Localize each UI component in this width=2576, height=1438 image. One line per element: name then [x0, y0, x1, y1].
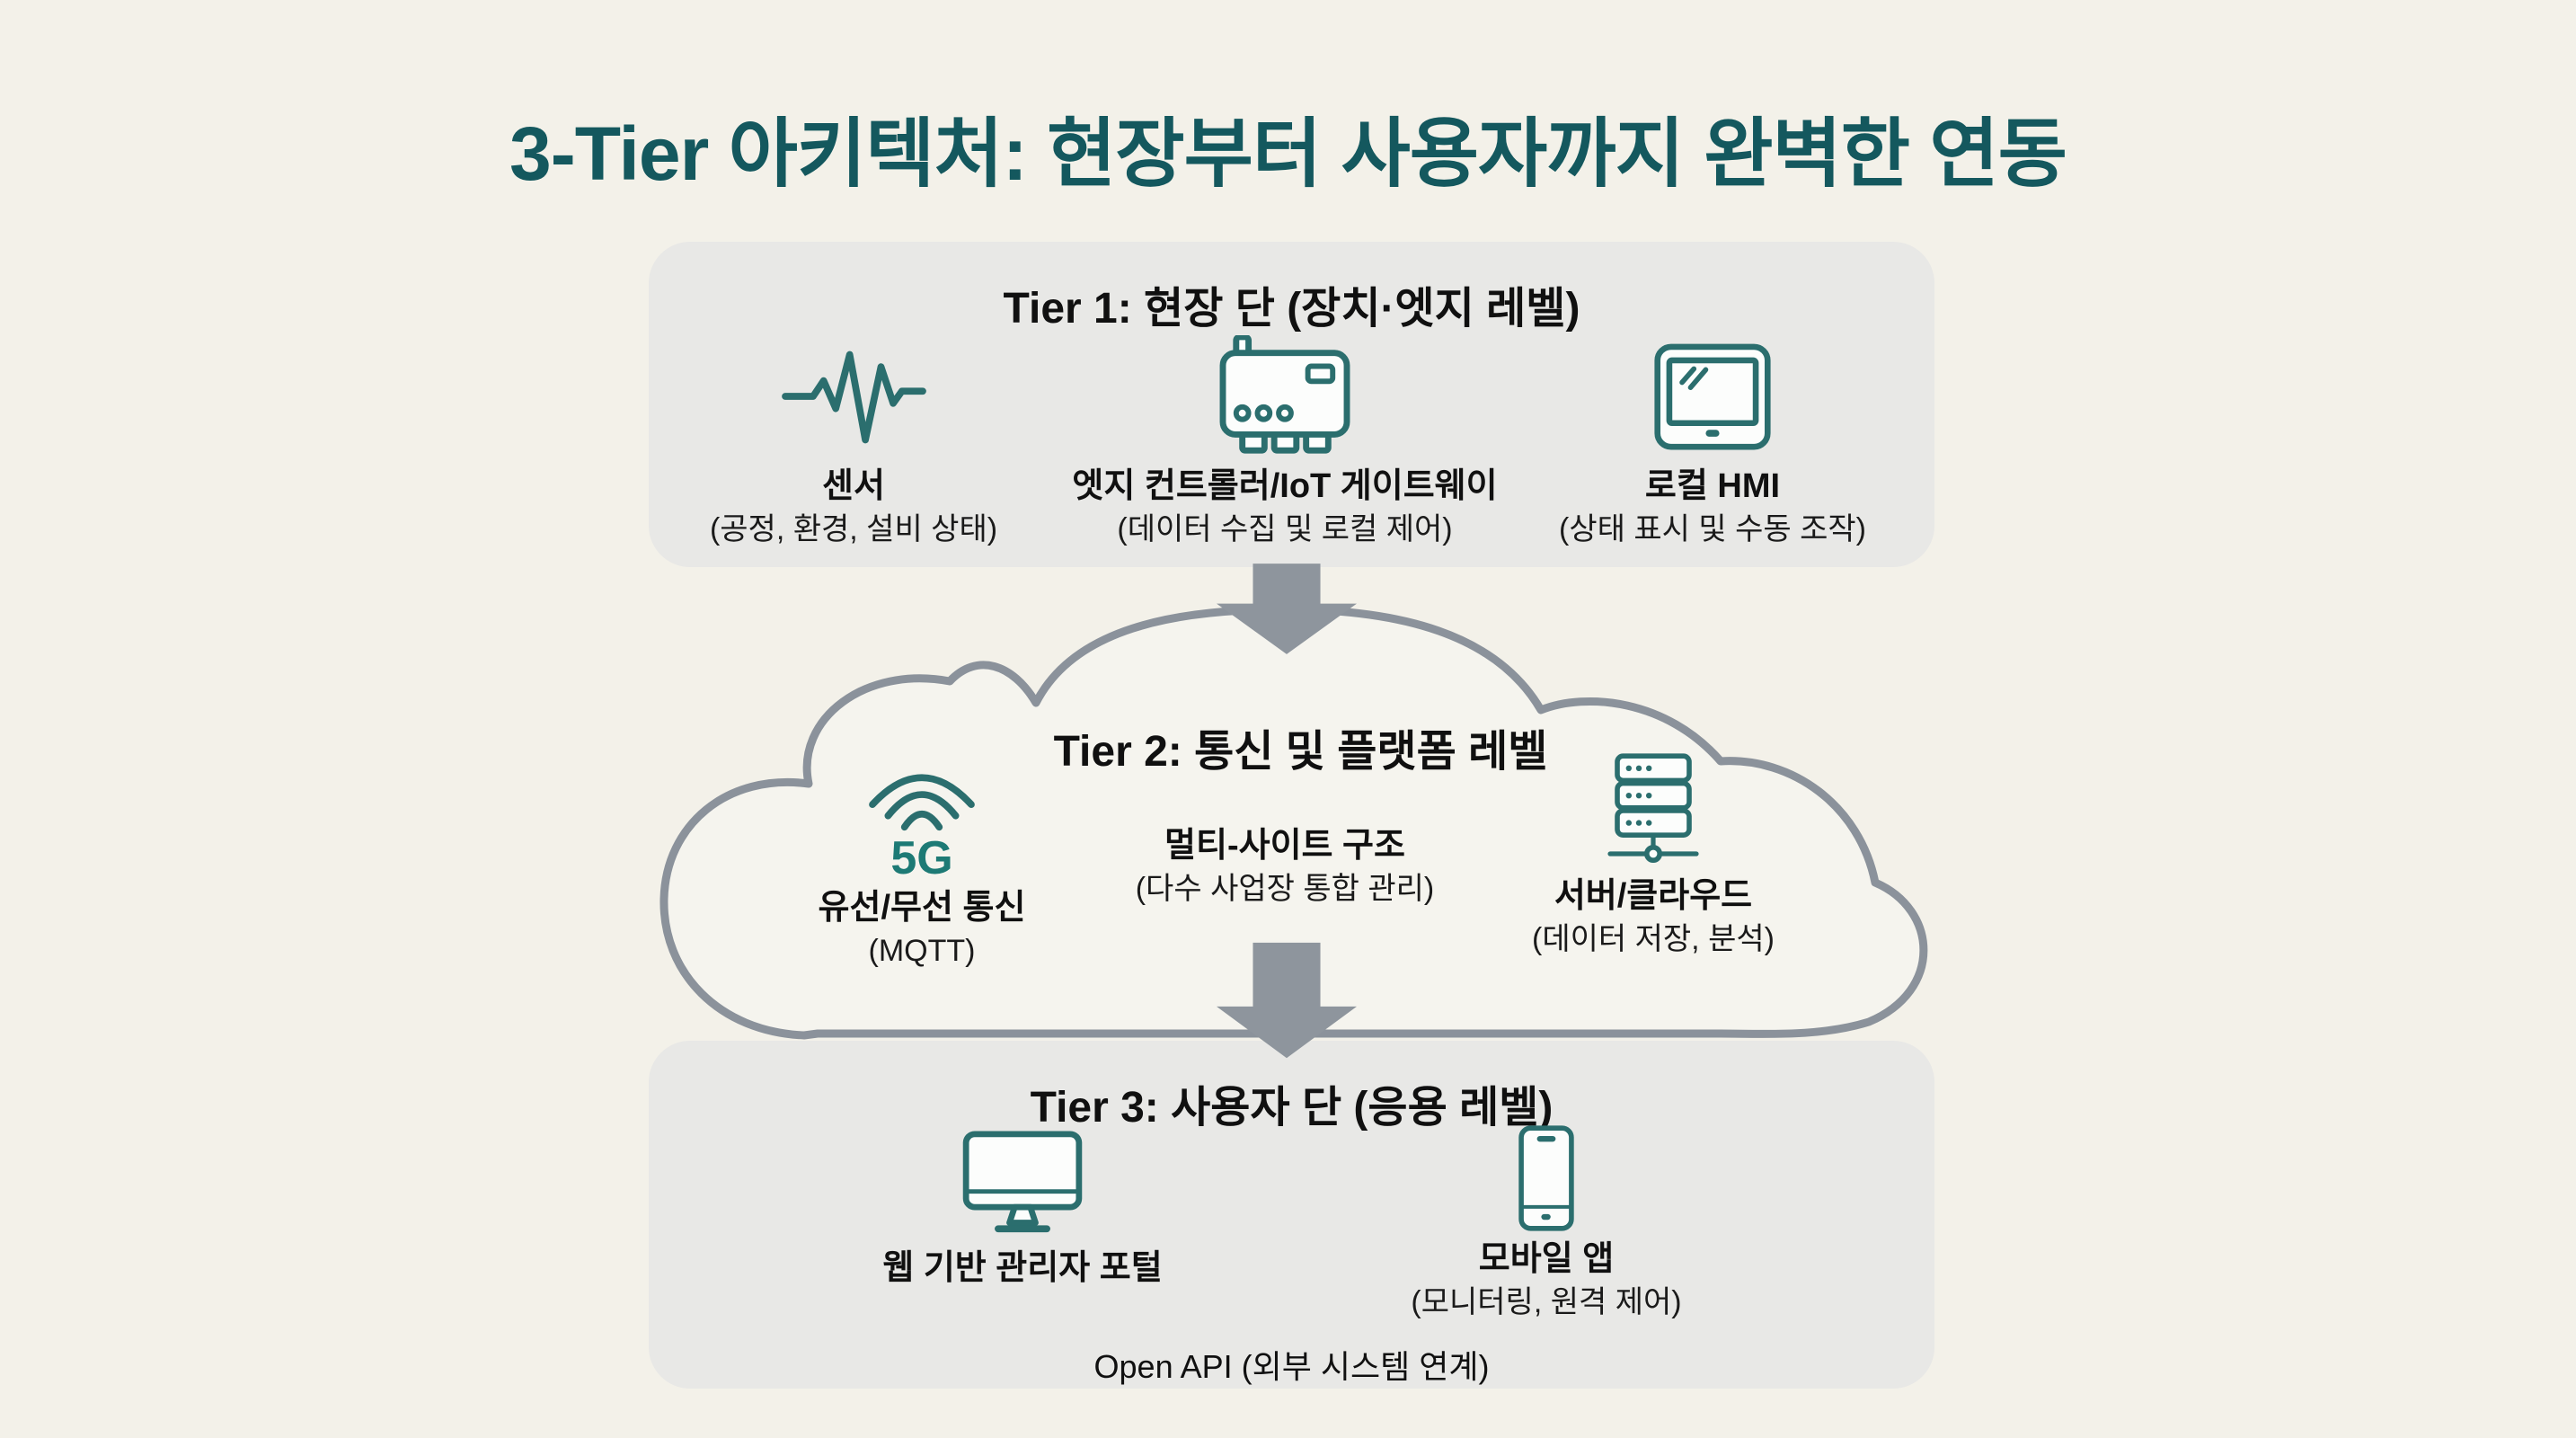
- wifi-signal-icon: [869, 774, 975, 831]
- item-label: 웹 기반 관리자 포털: [882, 1249, 1163, 1287]
- item-sublabel: (MQTT): [868, 933, 976, 968]
- edge-controller-icon: [1219, 335, 1350, 454]
- down-arrow-icon: [1216, 564, 1358, 654]
- tier2-item-communication: 5G 유선/무선 통신 (MQTT): [643, 759, 1200, 969]
- item-sublabel: (공정, 환경, 설비 상태): [709, 511, 998, 546]
- tier2-title: Tier 2: 통신 및 플랫폼 레벨: [1053, 728, 1548, 776]
- tier2-item-server-cloud: 서버/클라우드 (데이터 저장, 분석): [1375, 753, 1932, 957]
- tier1-item-local-hmi: 로컬 HMI (상태 표시 및 수동 조작): [1434, 334, 1991, 547]
- item-sublabel: (데이터 수집 및 로컬 제어): [1117, 511, 1453, 546]
- badge-5g: 5G: [890, 832, 953, 884]
- item-sublabel: (다수 사업장 통합 관리): [1135, 871, 1435, 906]
- tier3-item-web-portal: 웹 기반 관리자 포털: [744, 1131, 1301, 1289]
- tier2-item-multisite: 멀티-사이트 구조 (다수 사업장 통합 관리): [1006, 820, 1563, 907]
- server-rack-icon: [1607, 753, 1699, 863]
- smartphone-icon: [1518, 1125, 1574, 1231]
- item-sublabel: (데이터 저장, 분석): [1532, 921, 1775, 956]
- tier3-title: Tier 3: 사용자 단 (응용 레벨): [1030, 1084, 1554, 1132]
- item-label: 모바일 앱: [1478, 1240, 1615, 1278]
- tier3-panel: [649, 1041, 1934, 1389]
- item-label: 멀티-사이트 구조: [1164, 827, 1405, 865]
- hmi-monitor-icon: [1654, 343, 1771, 450]
- page-title: 3-Tier 아키텍처: 현장부터 사용자까지 완벽한 연동: [509, 111, 2067, 196]
- item-label: 서버/클라우드: [1554, 877, 1753, 915]
- tier1-title: Tier 1: 현장 단 (장치·엣지 레벨): [1003, 285, 1580, 333]
- open-api-note: Open API (외부 시스템 연계): [1093, 1348, 1490, 1385]
- hmi-icon-box: [1653, 334, 1772, 460]
- tier1-item-sensor: 센서 (공정, 환경, 설비 상태): [575, 334, 1132, 547]
- item-sublabel: (상태 표시 및 수동 조작): [1559, 511, 1866, 546]
- item-label: 센서: [822, 467, 885, 505]
- edge-controller-icon-box: [1218, 334, 1351, 460]
- item-label: 로컬 HMI: [1644, 467, 1781, 505]
- sensor-waveform-icon: [781, 351, 926, 444]
- desktop-monitor-icon: [962, 1131, 1083, 1233]
- tier1-item-edge-controller: 엣지 컨트롤러/IoT 게이트웨이 (데이터 수집 및 로컬 제어): [1006, 334, 1563, 547]
- item-sublabel: (모니터링, 원격 제어): [1411, 1284, 1682, 1319]
- tier3-item-mobile-app: 모바일 앱 (모니터링, 원격 제어): [1268, 1125, 1825, 1320]
- item-label: 엣지 컨트롤러/IoT 게이트웨이: [1072, 467, 1498, 505]
- sensor-icon-box: [780, 334, 928, 460]
- item-label: 유선/무선 통신: [818, 889, 1026, 927]
- down-arrow-icon: [1216, 942, 1358, 1059]
